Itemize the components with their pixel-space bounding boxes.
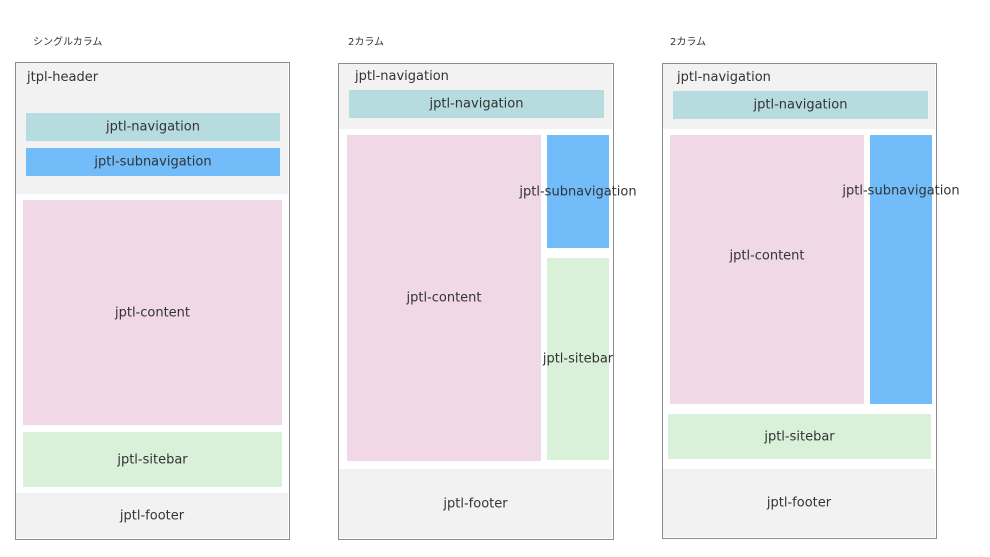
layout-2col-a-content-label: jptl-content	[406, 290, 482, 306]
layout-single-caption: シングルカラム	[33, 37, 103, 48]
layout-2col-b-subnavigation: jptl-subnavigation	[842, 135, 960, 404]
layout-2col-b-frame: jptl-navigation jptl-navigation jptl-con…	[662, 63, 960, 539]
layout-single-sitebar: jptl-sitebar	[23, 432, 282, 487]
layout-single-subnavigation: jptl-subnavigation	[26, 148, 280, 176]
layout-2col-b-footer-label: jptl-footer	[766, 495, 832, 511]
layout-2col-a-header-label: jptl-navigation	[355, 69, 449, 84]
layout-2col-a-navigation-label: jptl-navigation	[429, 96, 524, 112]
layout-single-frame: jtpl-header jptl-navigation jptl-subnavi…	[15, 62, 290, 540]
layout-2col-b-sitebar-label: jptl-sitebar	[764, 429, 835, 444]
layout-single-content-label: jptl-content	[114, 305, 191, 320]
layout-2col-b-navigation: jptl-navigation	[673, 91, 928, 119]
layout-2col-a-header: jptl-navigation jptl-navigation	[339, 64, 612, 129]
layout-2col-b-header: jptl-navigation jptl-navigation	[663, 64, 935, 129]
layout-2col-a-subnavigation: jptl-subnavigation	[519, 135, 637, 248]
layout-2col-a-footer-label: jptl-footer	[443, 496, 508, 511]
layout-2col-b-footer: jptl-footer	[663, 469, 935, 537]
layout-2col-a-caption: 2カラム	[348, 37, 385, 48]
layout-single-sitebar-label: jptl-sitebar	[117, 452, 188, 467]
layout-2col-b-content: jptl-content	[670, 135, 864, 404]
layout-single-header-label: jtpl-header	[27, 70, 99, 85]
layout-2col-a-navigation: jptl-navigation	[349, 90, 604, 118]
layout-2col-b-subnavigation-label: jptl-subnavigation	[842, 183, 960, 199]
layout-single-navigation-label: jptl-navigation	[106, 119, 200, 135]
layout-2col-a-sitebar-label: jptl-sitebar	[542, 351, 614, 367]
layout-single-subnavigation-label: jptl-subnavigation	[94, 154, 212, 170]
layout-single-footer: jptl-footer	[16, 493, 288, 538]
layout-2col-b-caption: 2カラム	[670, 37, 707, 48]
layout-single-content: jptl-content	[23, 200, 282, 425]
layout-single-footer-label: jptl-footer	[119, 508, 185, 523]
layout-2col-b-header-label: jptl-navigation	[677, 70, 771, 85]
layout-2col-a-subnavigation-label: jptl-subnavigation	[519, 184, 637, 199]
layout-single-header: jtpl-header jptl-navigation jptl-subnavi…	[16, 63, 288, 194]
layout-2col-b-sitebar: jptl-sitebar	[668, 414, 931, 459]
layout-2col-b-navigation-label: jptl-navigation	[753, 97, 848, 113]
layout-single-navigation: jptl-navigation	[26, 113, 280, 141]
layout-2col-a-content: jptl-content	[347, 135, 541, 461]
layout-2col-a-frame: jptl-navigation jptl-navigation jptl-con…	[338, 63, 637, 540]
layout-2col-b-content-label: jptl-content	[729, 248, 805, 264]
layout-2col-a-sitebar: jptl-sitebar	[543, 258, 613, 460]
layout-2col-a-footer: jptl-footer	[339, 469, 612, 538]
